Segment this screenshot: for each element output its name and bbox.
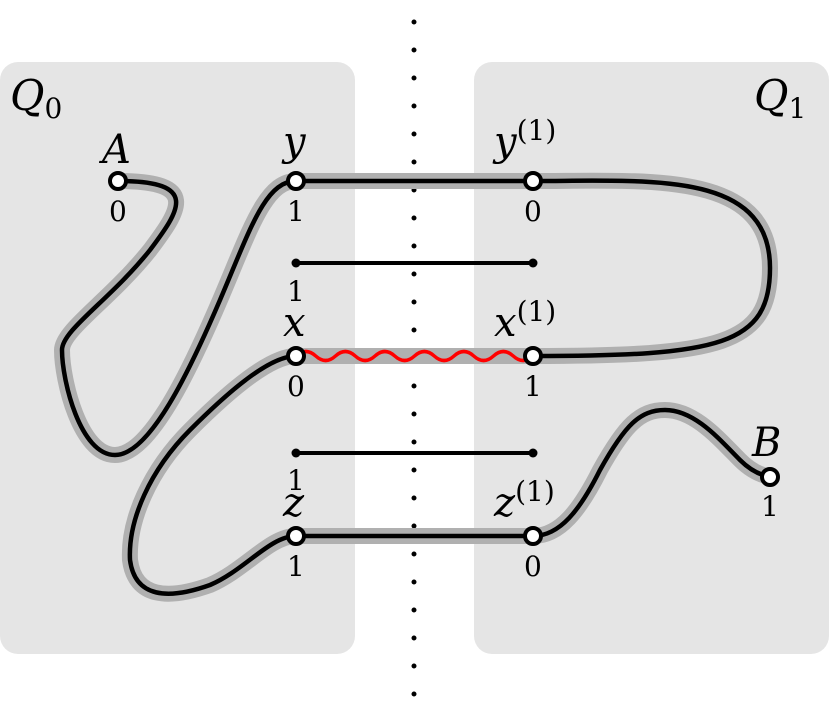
vertex-x1 <box>523 346 543 366</box>
label-z: z <box>282 480 305 526</box>
region-label-q1: Q1 <box>754 71 806 125</box>
label-a: A <box>98 127 131 173</box>
value-b: 1 <box>761 490 779 523</box>
dot-mid1-left <box>291 258 301 268</box>
value-y1: 0 <box>524 195 542 228</box>
dot-mid1-right <box>528 258 538 268</box>
path-y1-to-x1 <box>530 178 773 359</box>
wavy-edge-x-x1 <box>294 349 535 363</box>
label-y: y <box>281 119 307 165</box>
vertex-a <box>108 171 128 191</box>
value-mid1: 1 <box>287 275 305 308</box>
value-z: 1 <box>287 550 305 583</box>
label-x1: x(1) <box>494 295 556 346</box>
value-x1: 1 <box>524 370 542 403</box>
value-x: 0 <box>287 370 305 403</box>
vertex-y1 <box>523 171 543 191</box>
label-y1: y(1) <box>492 114 556 165</box>
path-x-to-z <box>127 353 299 596</box>
vertex-x <box>286 346 306 366</box>
vertex-z1 <box>523 526 543 546</box>
vertex-b <box>760 467 780 487</box>
path-a-to-y <box>59 178 299 458</box>
value-z1: 0 <box>524 550 542 583</box>
vertex-y <box>286 171 306 191</box>
main-path <box>59 178 773 596</box>
value-a: 0 <box>109 195 127 228</box>
label-z1: z(1) <box>493 475 555 526</box>
path-z1-to-b <box>530 407 773 539</box>
region-label-q0: Q0 <box>10 71 62 125</box>
label-x: x <box>283 300 306 346</box>
dot-mid2-left <box>291 448 301 458</box>
label-b: B <box>751 420 781 466</box>
value-mid2: 1 <box>287 464 305 497</box>
value-y: 1 <box>287 195 305 228</box>
vertex-z <box>286 526 306 546</box>
dot-mid2-right <box>528 448 538 458</box>
